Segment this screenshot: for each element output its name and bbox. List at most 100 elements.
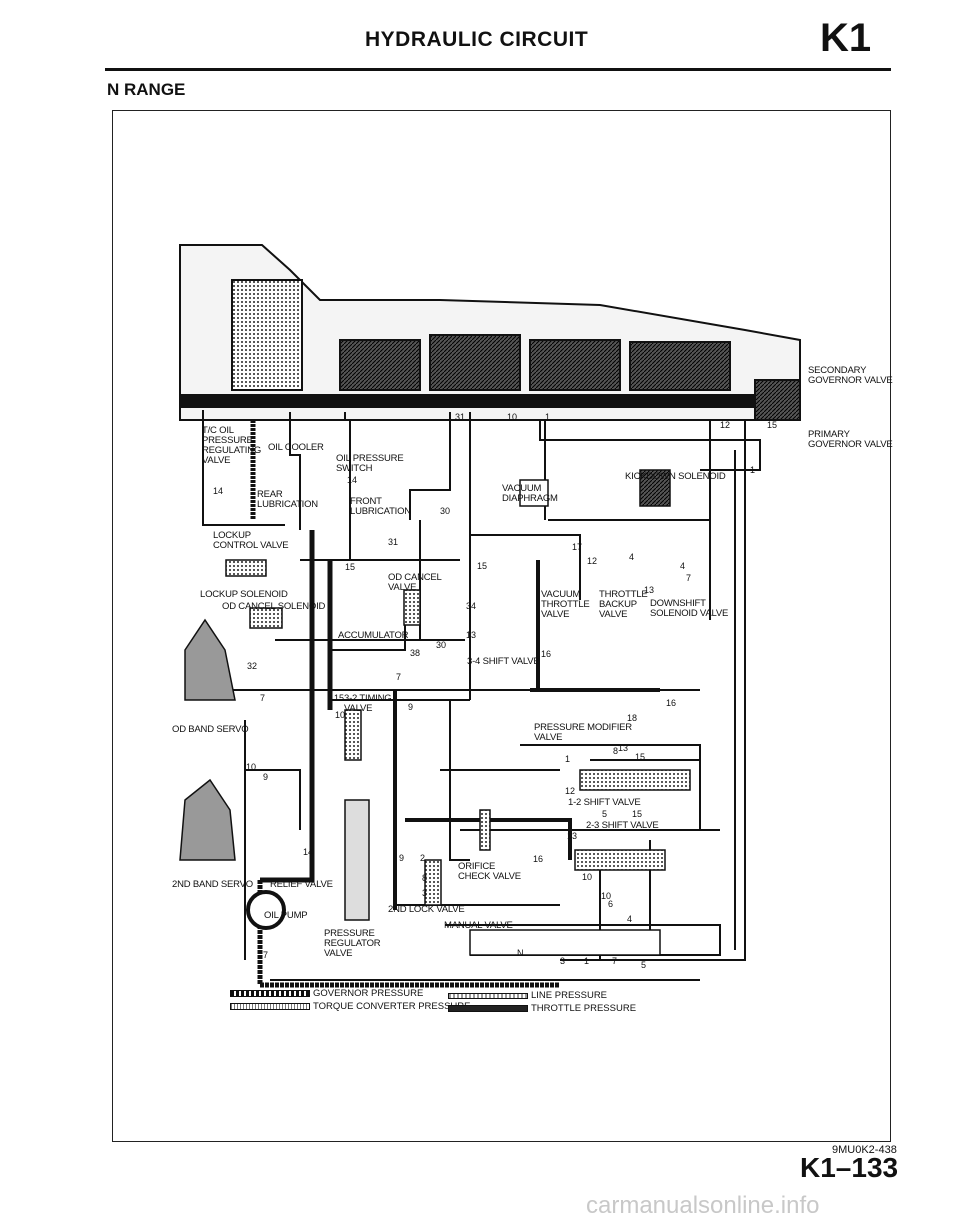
label-pressure-regulator-valve: PRESSURE REGULATOR VALVE (324, 928, 381, 959)
port-number: 13 (567, 831, 578, 841)
label-secondary-governor-valve: SECONDARY GOVERNOR VALVE (808, 365, 893, 386)
port-number: 14 (347, 475, 358, 485)
port-number: 12 (720, 420, 731, 430)
port-number: 4 (680, 561, 686, 571)
label-accumulator: ACCUMULATOR (338, 630, 409, 641)
port-number: 1 (584, 956, 590, 966)
port-number: 16 (533, 854, 544, 864)
pressure-regulator-valve (344, 799, 370, 921)
label-primary-governor-valve: PRIMARY GOVERNOR VALVE (808, 429, 893, 450)
label-orifice-check-valve: ORIFICE CHECK VALVE (458, 861, 521, 882)
3-2-timing-valve (344, 709, 362, 761)
port-number: 14 (213, 486, 224, 496)
governor-swatch (230, 990, 310, 997)
legend-label: THROTTLE PRESSURE (531, 1003, 637, 1014)
legend-line-pressure: LINE PRESSURE (448, 990, 607, 1001)
lockup-solenoid (225, 559, 267, 577)
port-number: 34 (466, 601, 477, 611)
port-number: 1 (545, 412, 551, 422)
label-rear-lubrication: REAR LUBRICATION (257, 489, 318, 510)
port-number: 14 (303, 847, 314, 857)
header-rule (105, 68, 891, 71)
label-manual-valve: MANUAL VALVE (444, 920, 513, 931)
diagram-frame (112, 110, 891, 1142)
1-2-shift-valve (579, 769, 691, 791)
label-lockup-solenoid: LOCKUP SOLENOID (200, 589, 288, 600)
port-number: 15 (767, 420, 778, 430)
port-number: 8 (422, 873, 428, 883)
label-3-4-shift-valve: 3-4 SHIFT VALVE (467, 656, 540, 667)
port-number: 1 (565, 754, 571, 764)
port-number: 15 (632, 809, 643, 819)
label-1-2-shift-valve: 1-2 SHIFT VALVE (568, 797, 641, 808)
port-number: 10 (582, 872, 593, 882)
watermark: carmanualsonline.info (586, 1192, 820, 1219)
label-3-2-timing-valve: 3-2 TIMING VALVE (344, 693, 392, 714)
port-number: 31 (455, 412, 466, 422)
port-number: 2 (420, 853, 426, 863)
port-number: 16 (666, 698, 677, 708)
legend-label: GOVERNOR PRESSURE (313, 988, 424, 999)
section-code: K1 (820, 16, 872, 60)
label-od-band-servo: OD BAND SERVO (172, 724, 249, 735)
port-number: 15 (477, 561, 488, 571)
port-number: 13 (644, 585, 655, 595)
label-2-3-shift-valve: 2-3 SHIFT VALVE (586, 820, 659, 831)
2nd-lock-valve (424, 859, 442, 906)
port-number: 15 (334, 693, 345, 703)
port-number: 9 (408, 702, 414, 712)
port-number: 7 (263, 950, 269, 960)
throttle-lines (393, 560, 660, 910)
throttle-swatch (448, 1005, 528, 1012)
page-number: K1–133 (800, 1152, 899, 1183)
port-number: 4 (627, 914, 633, 924)
2-3-shift-valve (574, 849, 666, 871)
label-kickdown-solenoid: KICKDOWN SOLENOID (625, 471, 726, 482)
port-number: 15 (345, 562, 356, 572)
label-tc-oil-pressure-regulating-valve: T/C OIL PRESSURE REGULATING VALVE (202, 425, 262, 466)
legend-torque-converter-pressure: TORQUE CONVERTER PRESSURE (230, 1001, 470, 1012)
range-label: N RANGE (107, 80, 186, 99)
legend-governor-pressure: GOVERNOR PRESSURE (230, 988, 423, 999)
label-od-cancel-valve: OD CANCEL VALVE (388, 572, 442, 593)
legend-label: LINE PRESSURE (531, 990, 608, 1001)
port-number: 17 (572, 542, 583, 552)
2nd-band-servo (179, 778, 236, 861)
label-throttle-backup-valve: THROTTLE BACKUP VALVE (599, 589, 648, 620)
port-number: 16 (541, 649, 552, 659)
label-vacuum-diaphragm: VACUUM DIAPHRAGM (502, 483, 558, 504)
label-oil-cooler: OIL COOLER (268, 442, 324, 453)
port-number: 5 (602, 809, 608, 819)
label-oil-pump: OIL PUMP (264, 910, 308, 921)
label-pressure-modifier-valve: PRESSURE MODIFIER VALVE (534, 722, 632, 743)
label-relief-valve: RELIEF VALVE (270, 879, 333, 890)
port-number: 38 (410, 648, 421, 658)
port-number: 3 (560, 956, 566, 966)
manual-valve (469, 929, 661, 956)
transmission-case (179, 244, 801, 421)
port-number: 30 (440, 506, 451, 516)
port-number: 30 (436, 640, 447, 650)
port-number: 31 (388, 537, 399, 547)
port-number: 13 (618, 743, 629, 753)
port-number: 4 (629, 552, 635, 562)
label-2nd-band-servo: 2ND BAND SERVO (172, 879, 253, 890)
port-number: 8 (613, 746, 619, 756)
od-band-servo (184, 618, 236, 701)
port-number: 10 (601, 891, 612, 901)
port-number: 9 (263, 772, 269, 782)
port-number: 7 (612, 956, 618, 966)
label-lockup-control-valve: LOCKUP CONTROL VALVE (213, 530, 289, 551)
port-number: 7 (260, 693, 266, 703)
port-number: 18 (627, 713, 638, 723)
label-vacuum-throttle-valve: VACUUM THROTTLE VALVE (541, 589, 590, 620)
legend-label: TORQUE CONVERTER PRESSURE (313, 1001, 471, 1012)
legend-throttle-pressure: THROTTLE PRESSURE (448, 1003, 636, 1014)
label-downshift-solenoid-valve: DOWNSHIFT SOLENOID VALVE (650, 598, 729, 619)
orifice-valve (479, 809, 491, 851)
vacuum-diaphragm (519, 479, 549, 507)
figure-code: 9MU0K2-438 (832, 1144, 897, 1156)
port-number: 12 (565, 786, 576, 796)
label-oil-pressure-switch: OIL PRESSURE SWITCH (336, 453, 404, 474)
